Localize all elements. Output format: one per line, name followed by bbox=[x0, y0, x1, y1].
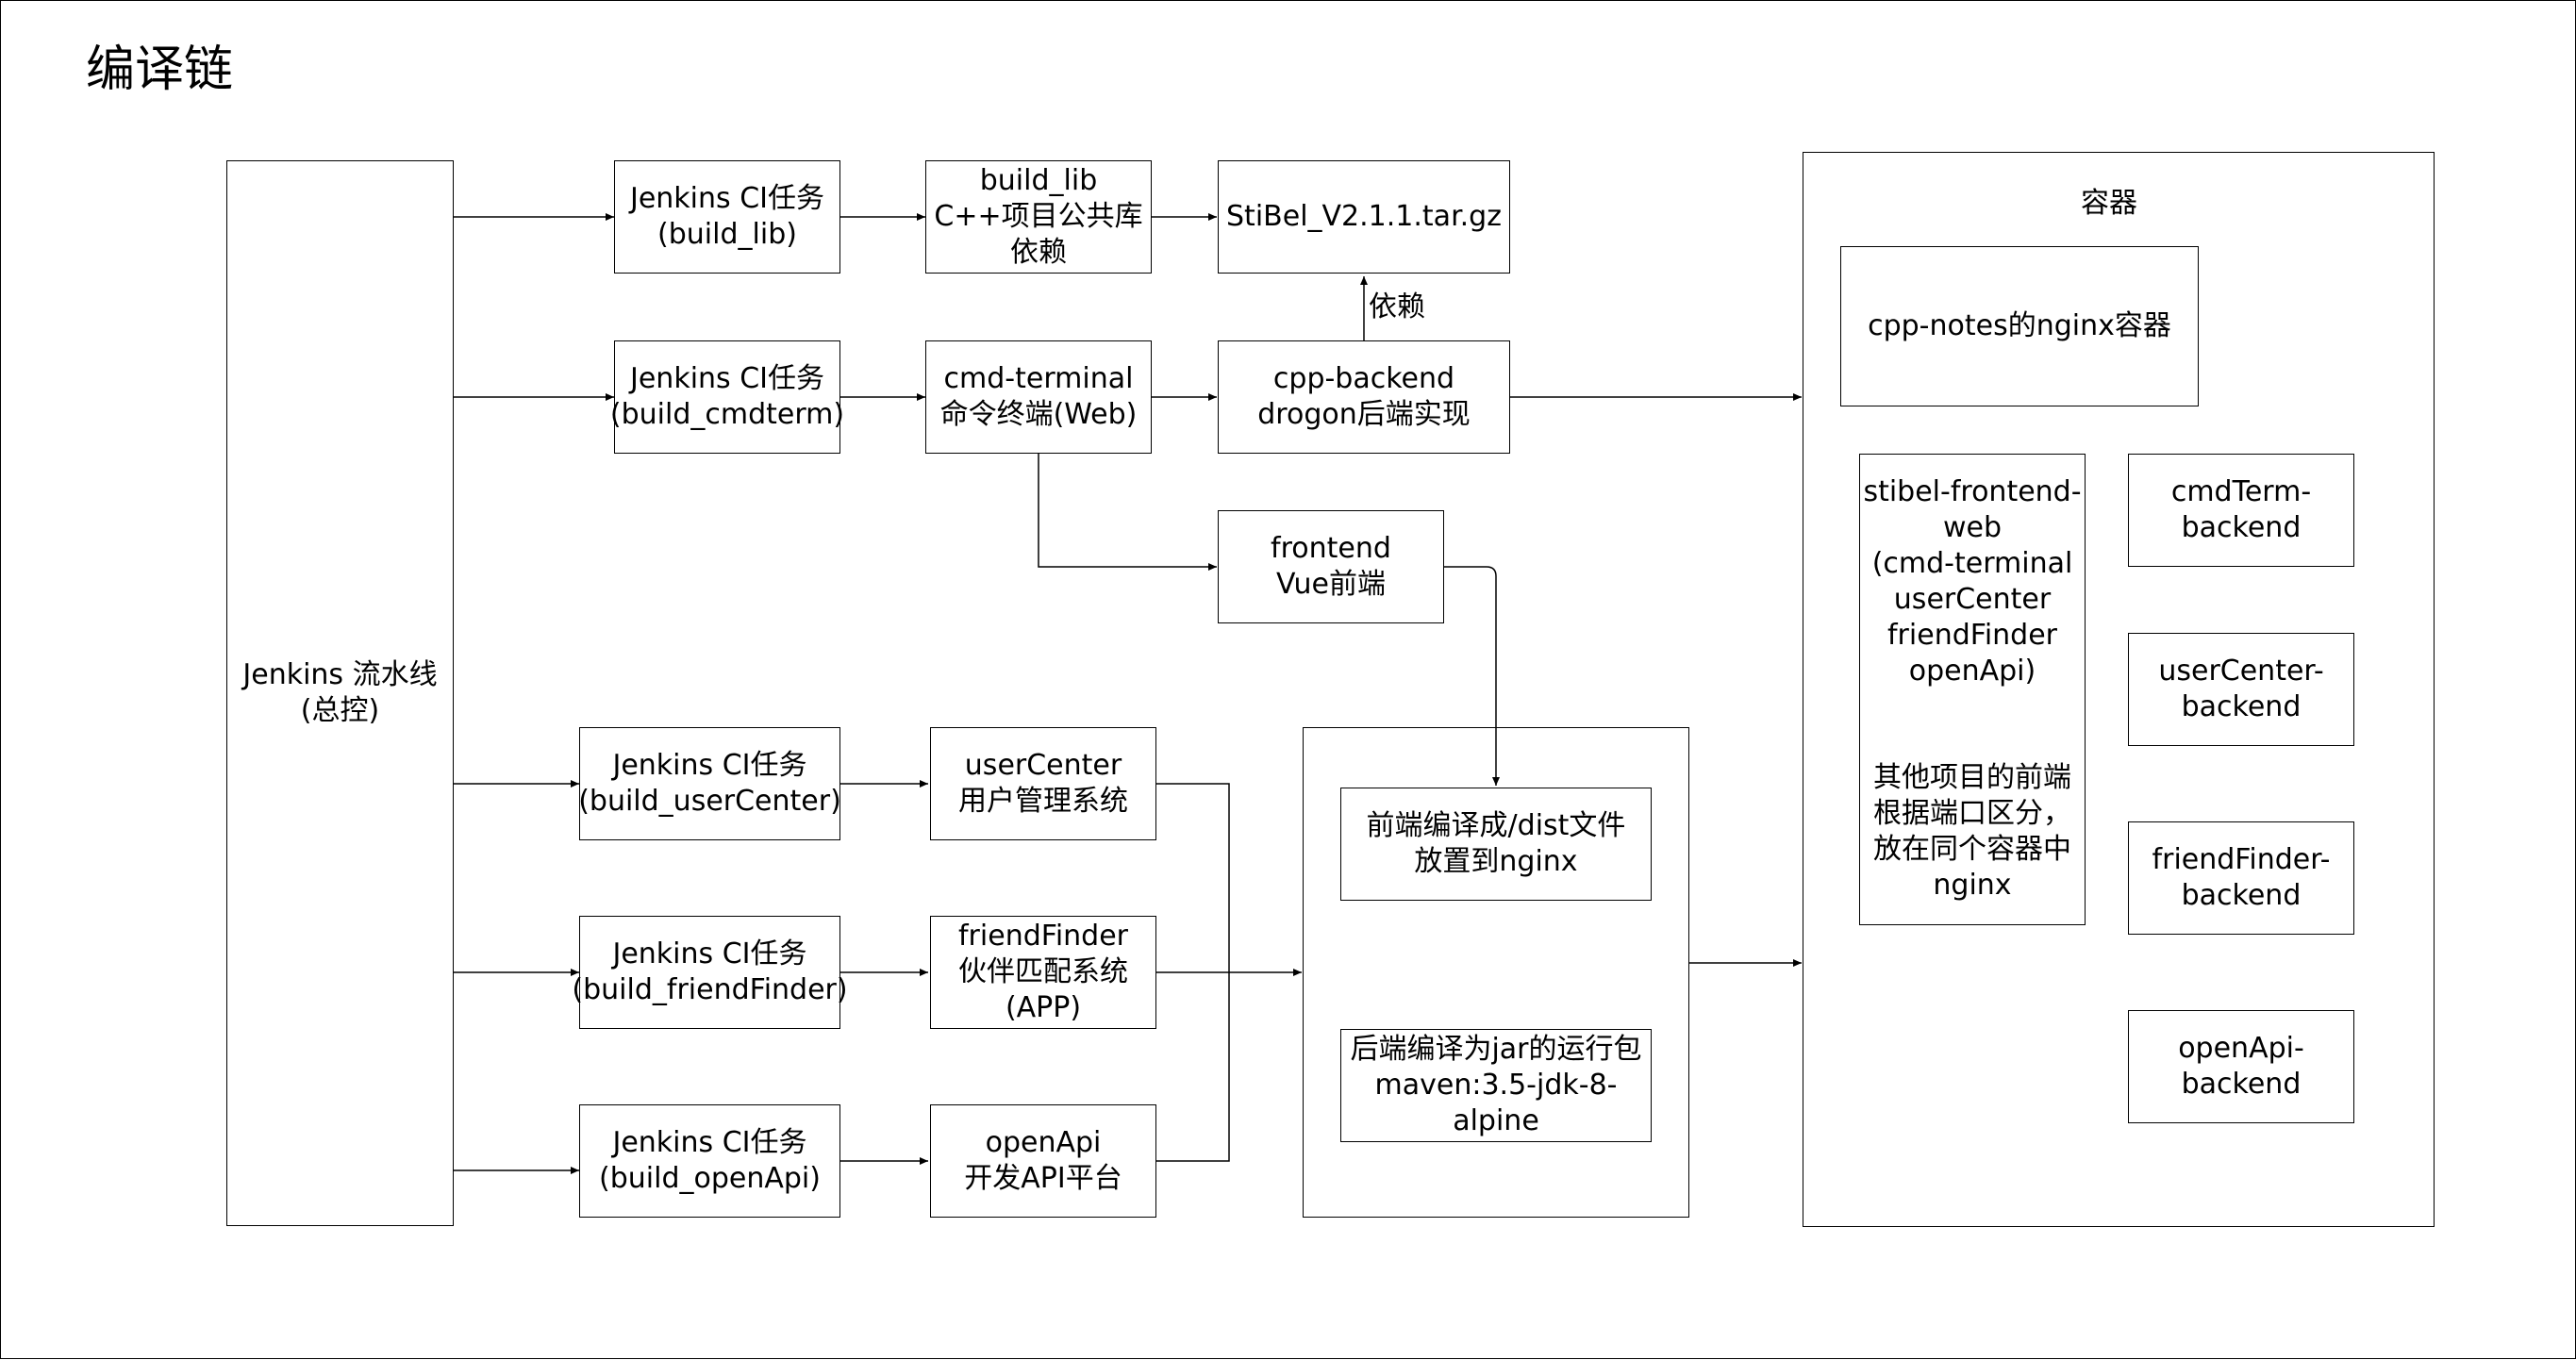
friendfinder-backend-box: friendFinder- backend bbox=[2128, 821, 2354, 935]
friendfinder-box: friendFinder 伙伴匹配系统 (APP) bbox=[930, 916, 1156, 1029]
backend-jar-box: 后端编译为jar的运行包 maven:3.5-jdk-8-alpine bbox=[1340, 1029, 1652, 1142]
ci-task-build-lib: Jenkins CI任务 (build_lib) bbox=[614, 160, 840, 274]
ci-task-build-friendfinder: Jenkins CI任务 (build_friendFinder) bbox=[572, 916, 848, 1029]
frontend-vue-box: frontend Vue前端 bbox=[1218, 510, 1444, 623]
cpp-notes-nginx-box: cpp-notes的nginx容器 bbox=[1840, 246, 2199, 406]
cpp-backend-box: cpp-backend drogon后端实现 bbox=[1218, 340, 1510, 454]
ci-task-build-cmdterm: Jenkins CI任务 (build_cmdterm) bbox=[610, 340, 844, 454]
container-title: 容器 bbox=[2081, 187, 2137, 220]
container-group-box bbox=[1803, 152, 2435, 1227]
build-lib-box: build_lib C++项目公共库 依赖 bbox=[925, 160, 1152, 274]
openapi-backend-box: openApi- backend bbox=[2128, 1010, 2354, 1123]
ci-task-build-usercenter: Jenkins CI任务 (build_userCenter) bbox=[578, 727, 841, 840]
usercenter-backend-box: userCenter- backend bbox=[2128, 633, 2354, 746]
stibel-tar-box: StiBel_V2.1.1.tar.gz bbox=[1218, 160, 1510, 274]
cmdterm-backend-box: cmdTerm- backend bbox=[2128, 454, 2354, 567]
diagram-title: 编译链 bbox=[86, 41, 234, 98]
stibel-frontend-web-box bbox=[1859, 454, 2086, 925]
jenkins-pipeline-box: Jenkins 流水线 (总控) bbox=[226, 160, 454, 1226]
cmd-terminal-box: cmd-terminal 命令终端(Web) bbox=[925, 340, 1152, 454]
openapi-box: openApi 开发API平台 bbox=[930, 1104, 1156, 1218]
edge-cmdterm-frontend bbox=[1038, 454, 1217, 571]
edge-usercenter-merge bbox=[1156, 783, 1230, 972]
depends-label: 依赖 bbox=[1369, 290, 1425, 323]
frontend-dist-box: 前端编译成/dist文件 放置到nginx bbox=[1340, 788, 1652, 901]
stibel-frontend-note: 其他项目的前端 根据端口区分， 放在同个容器中 nginx bbox=[1873, 761, 2071, 902]
stibel-frontend-web-label: stibel-frontend- web (cmd-terminal userC… bbox=[1863, 475, 2082, 688]
build-group-box bbox=[1303, 727, 1689, 1218]
edge-frontend-dist bbox=[1444, 566, 1500, 786]
edge-openapi-merge bbox=[1156, 972, 1230, 1162]
ci-task-build-openapi: Jenkins CI任务 (build_openApi) bbox=[579, 1104, 840, 1218]
usercenter-box: userCenter 用户管理系统 bbox=[930, 727, 1156, 840]
